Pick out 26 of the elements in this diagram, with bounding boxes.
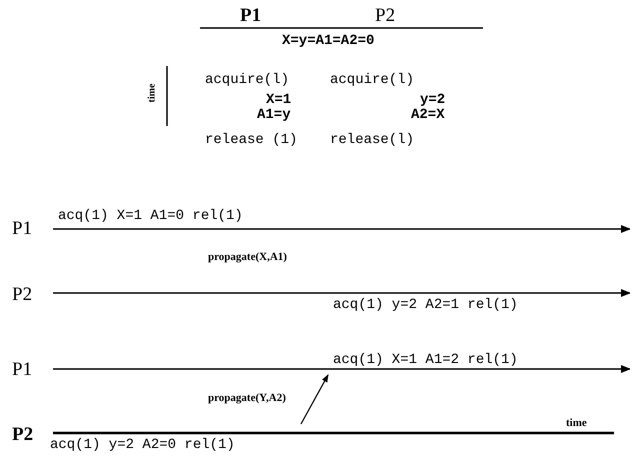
operation-label: acq(1) X=1 A1=0 rel(1): [58, 209, 243, 223]
process-timeline: [10, 350, 630, 375]
edge-label: propagate(Y,A2): [208, 393, 286, 404]
operation-label: acq(1) X=1 A1=2 rel(1): [333, 353, 518, 367]
code-line: A2=X: [411, 108, 445, 122]
code-line: acquire(l): [205, 73, 290, 87]
code-line: A1=y: [257, 108, 291, 122]
code-line: y=2: [420, 93, 446, 107]
process-label: P2: [12, 285, 32, 304]
operation-label: acq(1) y=2 A2=0 rel(1): [50, 438, 235, 452]
code-line: release(l): [330, 133, 414, 147]
process-label: P2: [12, 425, 34, 444]
code-line: release (1): [205, 133, 298, 147]
axis-label: time: [147, 84, 158, 102]
process-label: P1: [12, 219, 32, 238]
operation-label: acq(1) y=2 A2=1 rel(1): [333, 298, 518, 312]
axis-label: time: [566, 418, 587, 429]
process-timeline: [10, 207, 630, 234]
column-header: P1: [240, 6, 262, 25]
code-line: X=1: [266, 93, 292, 107]
code-line: acquire(l): [330, 73, 414, 87]
annotation: propagate(X,A1): [208, 252, 287, 263]
initial-values: X=y=A1=A2=0: [282, 34, 374, 48]
process-label: P1: [12, 360, 32, 379]
column-header: P2: [375, 6, 396, 25]
arrow: [300, 374, 329, 424]
